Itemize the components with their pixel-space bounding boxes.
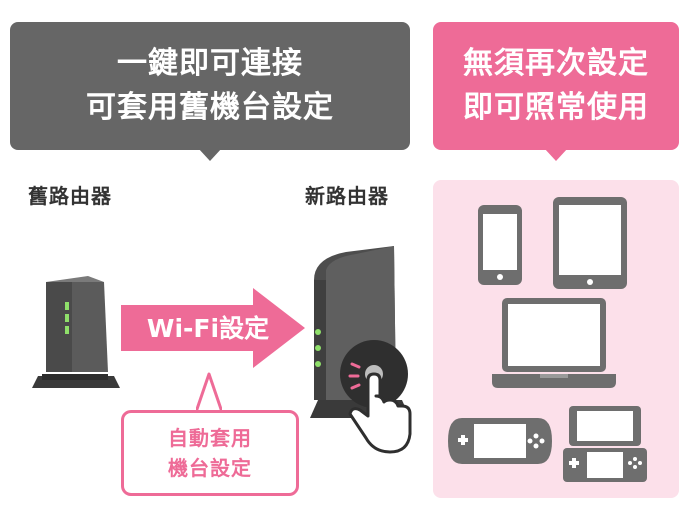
hand-pointer-icon xyxy=(340,340,412,454)
wifi-settings-label: Wi-Fi設定 xyxy=(146,314,270,343)
auto-box-pointer xyxy=(196,372,222,414)
wifi-arrow xyxy=(121,288,305,368)
left-callout-line2: 可套用舊機台設定 xyxy=(86,90,334,125)
new-router-label: 新路由器 xyxy=(305,184,389,208)
auto-apply-line1: 自動套用 xyxy=(168,426,252,450)
left-callout-tail xyxy=(198,148,222,161)
tablet-icon xyxy=(553,197,627,289)
handheld-console-icon xyxy=(448,418,552,464)
left-callout-bubble: 一鍵即可連接 可套用舊機台設定 xyxy=(10,22,410,150)
dual-screen-console-icon xyxy=(563,406,647,482)
laptop-icon xyxy=(492,298,616,388)
auto-apply-line2: 機台設定 xyxy=(168,456,252,480)
right-callout-bubble: 無須再次設定 即可照常使用 xyxy=(433,22,679,150)
smartphone-icon xyxy=(478,205,522,285)
right-callout-tail xyxy=(544,148,568,161)
left-callout-line1: 一鍵即可連接 xyxy=(117,46,303,81)
right-callout-line1: 無須再次設定 xyxy=(463,46,649,81)
right-callout-line2: 即可照常使用 xyxy=(463,90,649,125)
old-router-label: 舊路由器 xyxy=(28,184,112,208)
auto-apply-box: 自動套用 機台設定 xyxy=(121,410,299,496)
old-router-icon xyxy=(32,276,120,388)
